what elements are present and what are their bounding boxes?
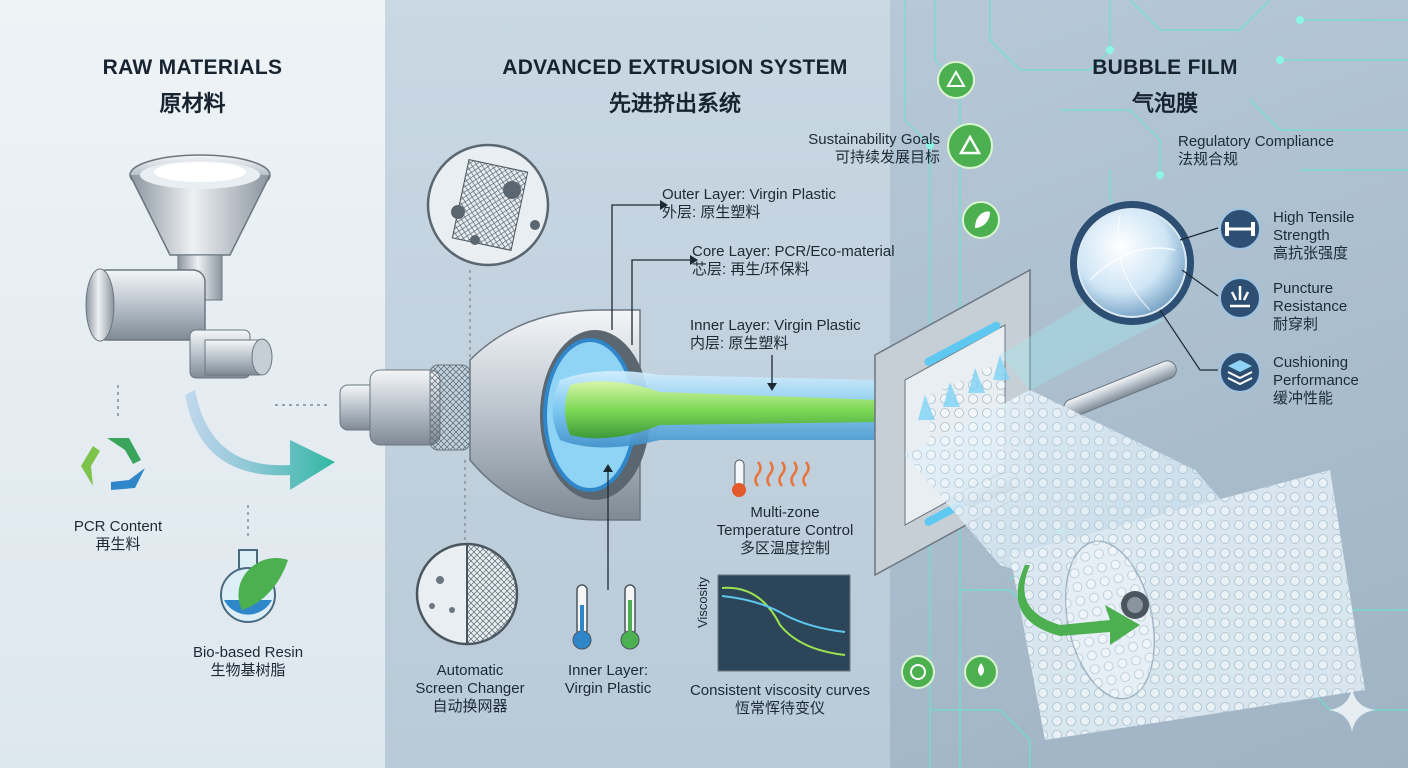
layers-icon	[1219, 351, 1261, 393]
hand-drop-icon	[964, 655, 998, 689]
tensile-dumbbell-icon	[1219, 208, 1261, 250]
extruder	[339, 309, 880, 521]
eco-cycle-icon	[901, 655, 935, 689]
bubble-film-title-cn: 气泡膜	[1131, 91, 1198, 116]
screen-inset	[426, 143, 550, 267]
bubble-film-title: BUBBLE FILM	[1092, 56, 1238, 79]
heat-icon	[732, 459, 810, 497]
film-roll	[1010, 470, 1365, 740]
extrusion-title-cn: 先进挤出系统	[608, 91, 741, 116]
raw-materials-title: RAW MATERIALS	[102, 56, 283, 79]
recycle-icon	[81, 438, 145, 490]
viscosity-chart	[717, 574, 851, 672]
sustainability-recycle-icon	[947, 123, 993, 169]
raw-materials-title-cn: 原材料	[159, 91, 226, 116]
flask-leaf-icon	[220, 549, 288, 623]
leaf-badge-icon	[962, 201, 1000, 239]
viscosity-axis-label: Viscosity	[695, 576, 710, 628]
extrusion-title: ADVANCED EXTRUSION SYSTEM	[502, 56, 848, 79]
hopper	[85, 154, 273, 379]
sparkle-icon	[1329, 688, 1375, 732]
recycle-badge-icon	[937, 61, 975, 99]
inner-layer-virgin-label: Inner Layer:Virgin Plastic	[564, 662, 652, 697]
screen-changer-icon	[415, 542, 519, 646]
thermometer-icon	[572, 584, 640, 650]
puncture-icon	[1219, 277, 1261, 319]
bubble-magnifier-icon	[1070, 201, 1194, 325]
raw-materials-panel	[0, 0, 385, 768]
